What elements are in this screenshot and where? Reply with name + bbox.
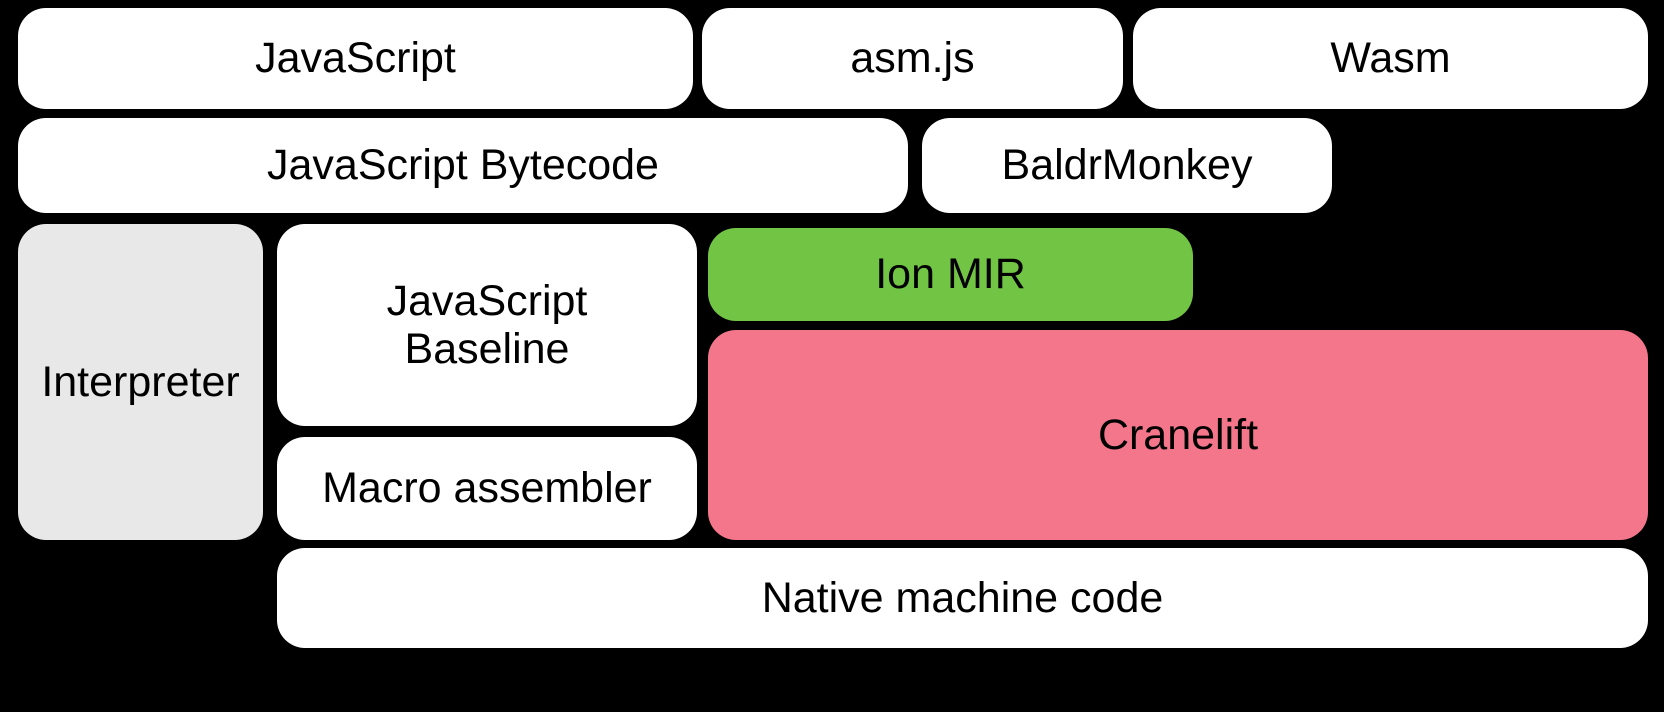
node-cranelift: Cranelift <box>708 330 1648 540</box>
node-baldrmonkey: BaldrMonkey <box>922 118 1332 213</box>
node-interpreter: Interpreter <box>18 224 263 540</box>
node-javascript-baseline: JavaScript Baseline <box>277 224 697 426</box>
node-javascript: JavaScript <box>18 8 693 109</box>
node-wasm: Wasm <box>1133 8 1648 109</box>
node-macro-assembler: Macro assembler <box>277 437 697 540</box>
node-native-machine-code: Native machine code <box>277 548 1648 648</box>
node-ion-mir: Ion MIR <box>708 228 1193 321</box>
node-javascript-bytecode: JavaScript Bytecode <box>18 118 908 213</box>
node-asmjs: asm.js <box>702 8 1123 109</box>
